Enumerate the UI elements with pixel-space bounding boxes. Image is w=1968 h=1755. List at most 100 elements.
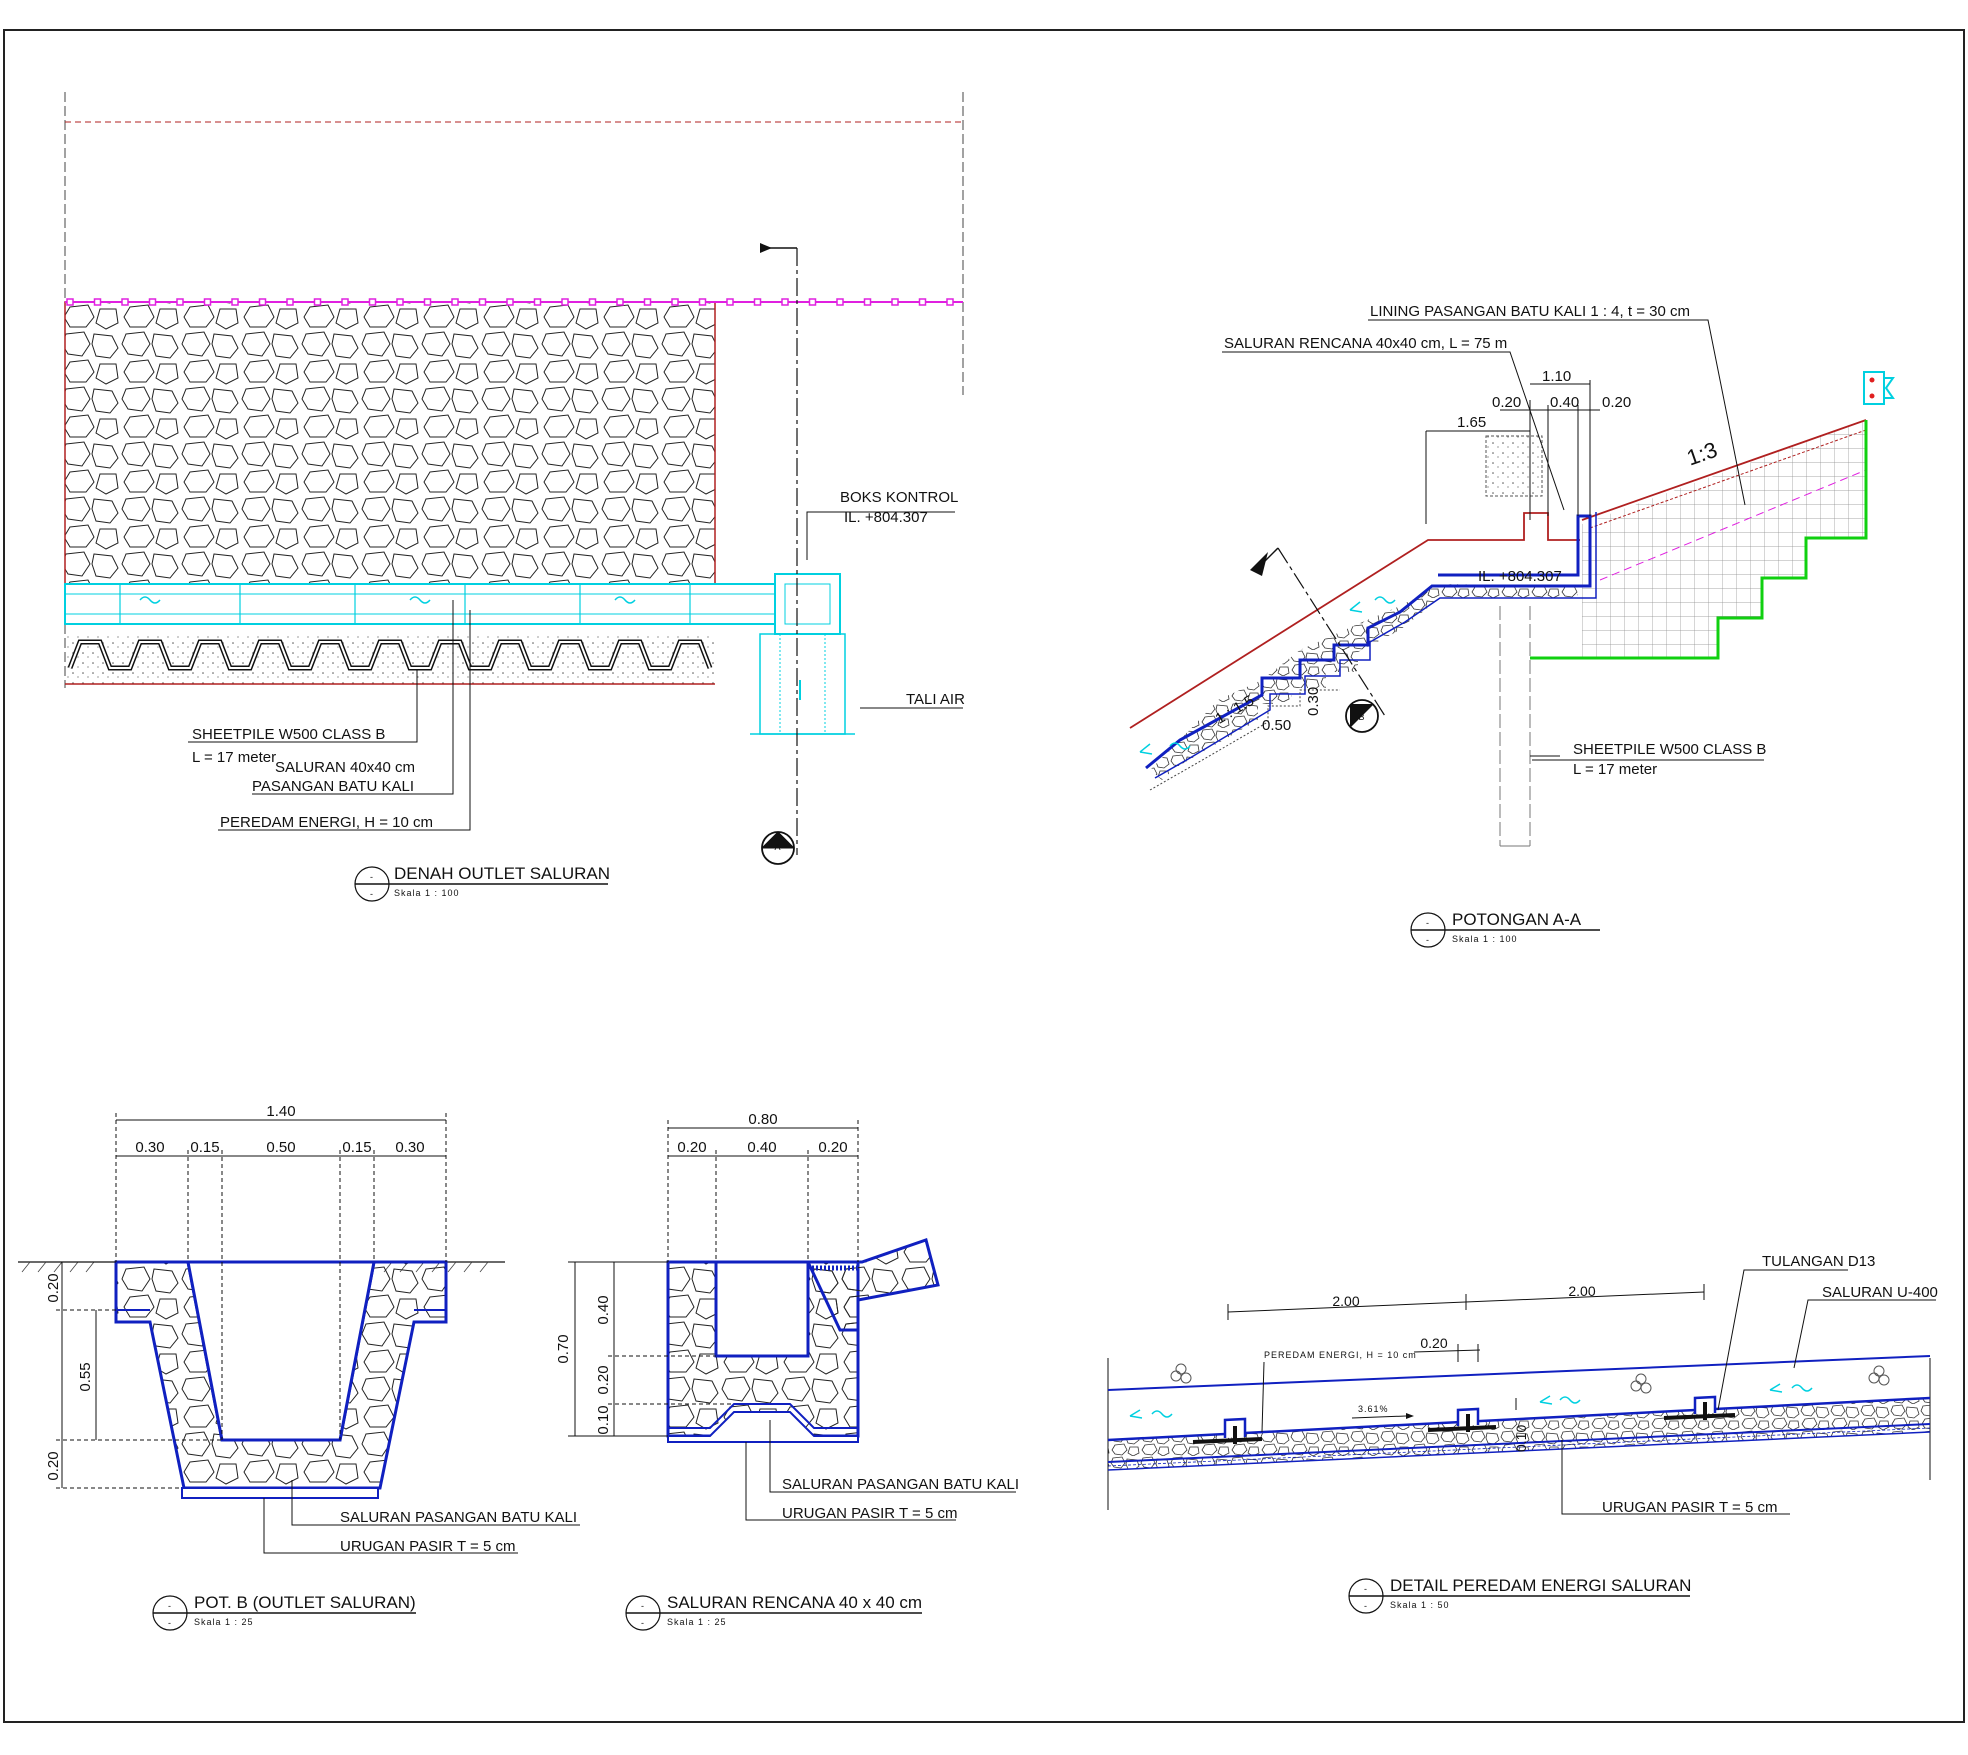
potongan-saluran-label: SALURAN RENCANA 40x40 cm, L = 75 m [1224,335,1507,352]
boks-kontrol-label: BOKS KONTROL [840,489,958,506]
fence-post [231,298,239,306]
fence-post [121,298,129,306]
rencana-scale: Skala 1 : 25 [667,1617,727,1627]
channel-plan [64,583,776,625]
svg-text:-: - [641,1618,645,1628]
fence-post [836,298,844,306]
stepped-toe [1530,420,1868,660]
slope-1-3: 1:3 [1683,437,1720,471]
denah-sheetpile-label: SHEETPILE W500 CLASS B [192,726,385,743]
rencana-wing [805,1238,940,1332]
fence-post [671,298,679,306]
detail-urugan-label: URUGAN PASIR T = 5 cm [1602,1499,1777,1516]
svg-text:-: - [168,1618,172,1628]
pot-b-title-block: - - POT. B (OUTLET SALURAN) Skala 1 : 25 [152,1593,416,1631]
fence-post [286,298,294,306]
detail-water-top [1107,1355,1931,1391]
fence-post [423,298,432,306]
step-height: 0.30 [1305,687,1322,716]
detail-vdim: 0.10 [1513,1425,1529,1452]
svg-text:-: - [1364,1584,1368,1594]
fence-post [863,298,872,306]
pot-b-dim-total: 1.40 [266,1103,295,1120]
potongan-a-a: B 1.65 1.10 0.20 0.40 0.20 LINING PASANG… [1129,303,1895,948]
fence-post [946,298,954,306]
detail-dim-1: 2.00 [1332,1293,1359,1309]
detail-title: DETAIL PEREDAM ENERGI SALURAN [1390,1576,1691,1595]
pot-b-dim-1: 0.15 [190,1139,219,1156]
fence-post [66,298,74,306]
dim-total-1-10: 1.10 [1542,368,1571,385]
fence-post [93,298,102,306]
fence-post [478,298,487,306]
detail-scale: Skala 1 : 50 [1390,1600,1450,1610]
fence-post [258,298,267,306]
detail-dim-small: 0.20 [1420,1335,1447,1351]
pot-b-outlet: 1.40 0.30 0.15 0.50 0.15 0.30 0.20 0.55 … [18,1103,580,1631]
denah-saluran-label: SALURAN 40x40 cm [275,759,415,776]
fence-post [918,298,927,306]
fence-post [203,298,212,306]
pot-b-vdim-0: 0.20 [45,1273,62,1302]
fence-post [588,298,597,306]
rencana-dim-total: 0.80 [748,1111,777,1128]
detail-peredam: 2.00 2.00 0.20 PEREDAM ENERGI, H = 10 cm… [1107,1253,1938,1614]
fence-post [781,298,789,306]
stone-lining-area [64,301,716,585]
saluran-u-label: SALURAN U-400 [1822,1284,1938,1301]
rencana-title: SALURAN RENCANA 40 x 40 cm [667,1593,922,1612]
step-width: 0.50 [1262,717,1291,734]
rencana-title-block: - - SALURAN RENCANA 40 x 40 cm Skala 1 :… [625,1593,922,1631]
dim-0-20-c: 0.20 [1602,394,1631,411]
fence-post [451,298,459,306]
potongan-sheetpile-label: SHEETPILE W500 CLASS B [1573,741,1766,758]
denah-outlet-saluran: A SHEETPILE W500 CLASS B L = 17 meter SA… [64,92,965,902]
potongan-scale: Skala 1 : 100 [1452,934,1518,944]
denah-sheetpile-length: L = 17 meter [192,749,276,766]
svg-text:-: - [168,1601,172,1611]
section-mark-b-text: B [1358,712,1365,722]
potongan-sheetpile-length: L = 17 meter [1573,761,1657,778]
detail-slope-note: 3.61% [1358,1404,1389,1414]
fence-post [891,298,899,306]
denah-title: DENAH OUTLET SALURAN [394,864,610,883]
fence-post [753,298,762,306]
detail-dim-2: 2.00 [1568,1283,1595,1299]
slope-upper [1581,419,1867,521]
rencana-dim-1: 0.40 [747,1139,776,1156]
potongan-title: POTONGAN A-A [1452,910,1582,929]
fence-post [643,298,652,306]
pot-b-vdim-2: 0.20 [45,1451,62,1480]
rencana-vdim-0: 0.40 [595,1295,612,1324]
detail-peredam-note: PEREDAM ENERGI, H = 10 cm [1264,1350,1417,1360]
potongan-lining-label: LINING PASANGAN BATU KALI 1 : 4, t = 30 … [1370,303,1690,320]
dim-top-1-65: 1.65 [1457,414,1486,431]
pot-b-vdim-1: 0.55 [77,1362,94,1391]
rencana-vdim-2: 0.10 [595,1405,612,1434]
pot-b-urugan-label: URUGAN PASIR T = 5 cm [340,1538,515,1555]
rencana-vdim-1: 0.20 [595,1365,612,1394]
pot-b-dim-2: 0.50 [266,1139,295,1156]
section-mark-a-text: A [774,842,781,852]
svg-text:-: - [1364,1601,1368,1611]
fence-post [561,298,569,306]
fence-post [726,298,734,306]
denah-pasangan-label: PASANGAN BATU KALI [252,778,414,795]
tail-drain [759,633,846,735]
detail-title-block: - - DETAIL PEREDAM ENERGI SALURAN Skala … [1348,1576,1691,1614]
sheet-border [3,29,1965,1723]
fence-post [341,298,349,306]
potongan-il: IL. +804.307 [1478,568,1562,585]
pot-b-dim-0: 0.30 [135,1139,164,1156]
rencana-urugan-label: URUGAN PASIR T = 5 cm [782,1505,957,1522]
tulangan-label: TULANGAN D13 [1762,1253,1875,1270]
denah-scale: Skala 1 : 100 [394,888,460,898]
tali-air-label: TALI AIR [906,691,965,708]
pot-b-dim-4: 0.30 [395,1139,424,1156]
svg-text:-: - [641,1601,645,1611]
fence-post [808,298,817,306]
section-marker-b: B [1345,699,1379,733]
rencana-saluran-label: SALURAN PASANGAN BATU KALI [782,1476,1019,1493]
fence-post [533,298,542,306]
pot-b-saluran-label: SALURAN PASANGAN BATU KALI [340,1509,577,1526]
